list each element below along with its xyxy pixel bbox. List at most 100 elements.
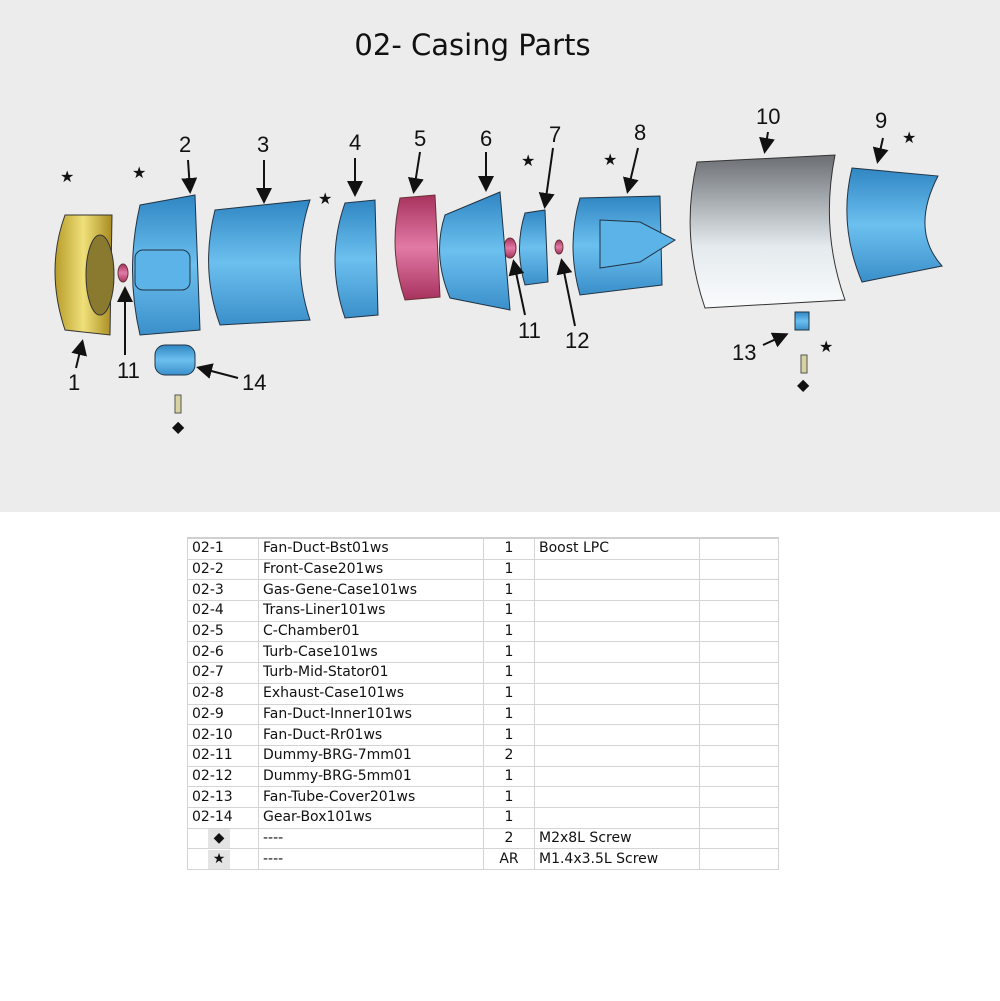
part-name-cell: ---- (258, 827, 484, 850)
part-id-cell: 02-7 (187, 662, 259, 684)
exploded-diagram: 02- Casing Parts (0, 0, 1000, 512)
part-id-cell: 02-12 (187, 765, 259, 788)
callout-4: 4 (349, 130, 361, 155)
part-12-bearing (554, 239, 564, 255)
note-cell (534, 600, 700, 622)
note-cell (534, 579, 700, 602)
part-name-cell: Gas-Gene-Case101ws (258, 579, 484, 602)
part-6-turb-case (439, 191, 511, 311)
qty-cell: 1 (483, 536, 535, 560)
part-name-cell: Fan-Tube-Cover201ws (258, 786, 484, 808)
part-9-fan-duct-inner (846, 167, 943, 283)
callout-1: 1 (68, 370, 80, 395)
part-id-cell: 02-1 (187, 536, 259, 560)
part-id-cell: 02-13 (187, 786, 259, 808)
part-id-cell: ★ (187, 848, 259, 870)
note-cell (534, 558, 700, 581)
note-cell (534, 703, 700, 726)
callout-10: 10 (756, 104, 780, 129)
part-name-cell: Dummy-BRG-7mm01 (258, 744, 484, 767)
empty-cell (699, 703, 779, 726)
callout-3: 3 (257, 132, 269, 157)
empty-cell (699, 579, 779, 602)
qty-cell: 1 (483, 558, 535, 581)
part-3-gas-gene-case (208, 199, 311, 326)
part-10-fan-duct-rr (689, 154, 846, 309)
part-id-cell: 02-11 (187, 744, 259, 767)
part-name-cell: Fan-Duct-Inner101ws (258, 703, 484, 726)
part-id-cell: 02-4 (187, 600, 259, 622)
star-icon: ★ (521, 151, 535, 170)
part-name-cell: ---- (258, 848, 484, 870)
qty-cell: 1 (483, 703, 535, 726)
empty-cell (699, 662, 779, 684)
empty-cell (699, 765, 779, 788)
qty-cell: 1 (483, 786, 535, 808)
empty-cell (699, 641, 779, 664)
part-name-cell: Gear-Box101ws (258, 806, 484, 829)
part-14-gear-box (154, 344, 196, 414)
part-5-c-chamber (394, 194, 441, 301)
note-cell (534, 744, 700, 767)
star-icon: ★ (318, 189, 332, 208)
qty-cell: 1 (483, 641, 535, 664)
part-13-fan-tube-cover (794, 311, 810, 374)
callout-7: 7 (549, 122, 561, 147)
diamond-icon: ◆ (797, 375, 810, 394)
star-icon: ★ (603, 150, 617, 169)
part-8-exhaust-case (572, 195, 677, 296)
qty-cell: 2 (483, 827, 535, 850)
note-cell: M2x8L Screw (534, 827, 700, 850)
empty-cell (699, 600, 779, 622)
empty-cell (699, 806, 779, 829)
qty-cell: 1 (483, 724, 535, 746)
page-title: 02- Casing Parts (354, 28, 591, 62)
star-icon: ★ (902, 128, 916, 147)
part-name-cell: Dummy-BRG-5mm01 (258, 765, 484, 788)
callout-12: 12 (565, 328, 589, 353)
empty-cell (699, 682, 779, 705)
qty-cell: 1 (483, 765, 535, 788)
note-cell: Boost LPC (534, 536, 700, 560)
part-1-fan-duct-bst (54, 214, 115, 336)
star-icon: ★ (132, 163, 146, 182)
callout-8: 8 (634, 120, 646, 145)
qty-cell: AR (483, 848, 535, 870)
part-id-cell: 02-6 (187, 641, 259, 664)
note-cell (534, 641, 700, 664)
qty-cell: 1 (483, 806, 535, 829)
part-name-cell: Fan-Duct-Rr01ws (258, 724, 484, 746)
part-id-cell: 02-2 (187, 558, 259, 581)
callout-13: 13 (732, 340, 756, 365)
qty-cell: 1 (483, 600, 535, 622)
part-name-cell: Trans-Liner101ws (258, 600, 484, 622)
part-name-cell: C-Chamber01 (258, 620, 484, 643)
diamond-icon: ◆ (172, 417, 185, 436)
note-cell (534, 682, 700, 705)
part-4-trans-liner (334, 199, 379, 319)
part-name-cell: Turb-Mid-Stator01 (258, 662, 484, 684)
part-id-cell: 02-9 (187, 703, 259, 726)
callout-5: 5 (414, 126, 426, 151)
qty-cell: 1 (483, 620, 535, 643)
empty-cell (699, 620, 779, 643)
part-7-turb-mid-stator (519, 209, 549, 286)
part-name-cell: Front-Case201ws (258, 558, 484, 581)
qty-cell: 1 (483, 682, 535, 705)
part-id-cell: 02-5 (187, 620, 259, 643)
callout-11: 11 (518, 318, 541, 343)
part-id-cell: 02-14 (187, 806, 259, 829)
callout-2: 2 (179, 132, 191, 157)
note-cell: M1.4x3.5L Screw (534, 848, 700, 870)
